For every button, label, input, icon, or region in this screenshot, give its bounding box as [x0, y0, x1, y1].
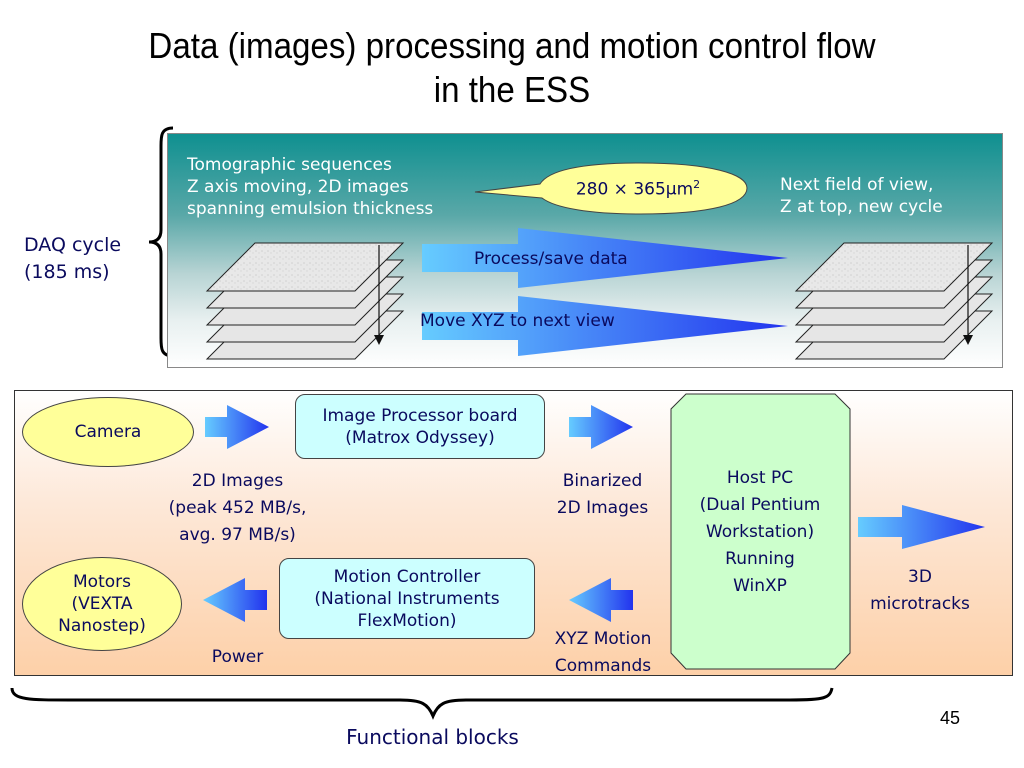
host-line2: (Dual Pentium — [699, 495, 821, 515]
process-arrow-label: Process/save data — [474, 249, 628, 269]
emulsion-layer — [794, 242, 994, 292]
output-line2: microtracks — [870, 594, 970, 614]
daq-cycle-label-line2: (185 ms) — [24, 261, 110, 283]
field-size-exponent: 2 — [693, 178, 701, 191]
next-field-description: Next field of view, Z at top, new cycle — [780, 174, 943, 218]
daq-cycle-label-line1: DAQ cycle — [24, 234, 122, 256]
output-label: 3D microtracks — [855, 564, 985, 618]
images-label-line1: 2D Images — [191, 471, 284, 491]
camera-block: Camera — [22, 397, 194, 467]
move-arrow-label: Move XYZ to next view — [420, 311, 615, 331]
emulsion-stack-right — [794, 242, 994, 360]
xyz-line2: Commands — [554, 656, 652, 676]
arrow-motion-to-motors-icon — [203, 578, 267, 622]
motors-line3: Nanostep) — [58, 616, 146, 636]
motors-line1: Motors — [73, 572, 131, 592]
z-scan-arrowhead-icon — [963, 335, 973, 345]
host-pc-block — [670, 393, 851, 670]
output-line1: 3D — [908, 567, 932, 587]
motion-ctrl-line2: (National Instruments — [314, 588, 500, 609]
motion-ctrl-line3: FlexMotion) — [357, 610, 457, 631]
move-arrow-icon — [422, 296, 788, 356]
arrow-processor-to-host-icon — [569, 405, 633, 449]
motors-block: Motors (VEXTA Nanostep) — [22, 557, 182, 651]
motion-controller-block: Motion Controller (National Instruments … — [279, 558, 535, 639]
images-rate-label: 2D Images (peak 452 MB/s, avg. 97 MB/s) — [140, 468, 335, 549]
tomographic-line3: spanning emulsion thickness — [187, 199, 434, 219]
camera-label: Camera — [74, 422, 142, 442]
xyz-commands-label: XYZ Motion Commands — [538, 626, 668, 680]
motors-line2: (VEXTA — [71, 594, 133, 614]
daq-brace-icon — [148, 126, 174, 358]
image-processor-line2: (Matrox Odyssey) — [345, 427, 495, 448]
motion-ctrl-line1: Motion Controller — [333, 566, 481, 587]
arrow-camera-to-processor-icon — [205, 405, 269, 449]
slide-title-line2: in the ESS — [433, 69, 591, 110]
field-size-value: 280 × 365μm — [575, 179, 694, 200]
binarized-label: Binarized 2D Images — [540, 468, 665, 522]
host-line3: Workstation) — [705, 522, 815, 542]
binarized-line1: Binarized — [562, 471, 643, 491]
host-line5: WinXP — [733, 576, 787, 596]
host-pc-label: Host PC (Dual Pentium Workstation) Runni… — [670, 465, 850, 600]
images-label-line2: (peak 452 MB/s, — [168, 498, 307, 518]
next-fov-line2: Z at top, new cycle — [780, 197, 943, 217]
images-label-line3: avg. 97 MB/s) — [179, 525, 296, 545]
tomographic-description: Tomographic sequences Z axis moving, 2D … — [187, 154, 433, 220]
next-fov-line1: Next field of view, — [780, 175, 934, 195]
host-line1: Host PC — [726, 468, 794, 488]
power-label: Power — [211, 647, 264, 667]
binarized-line2: 2D Images — [556, 498, 649, 518]
field-size-text: 280 × 365μm2 — [548, 178, 728, 200]
arrow-host-to-output-icon — [858, 505, 985, 549]
functional-blocks-brace-icon — [10, 687, 834, 720]
page-number: 45 — [939, 708, 961, 728]
image-processor-block: Image Processor board (Matrox Odyssey) — [295, 394, 545, 459]
emulsion-layer — [205, 242, 405, 292]
host-line4: Running — [725, 549, 795, 569]
tomographic-line2: Z axis moving, 2D images — [187, 177, 409, 197]
xyz-line1: XYZ Motion — [554, 629, 652, 649]
field-size-callout — [474, 162, 748, 215]
functional-blocks-caption: Functional blocks — [346, 725, 519, 749]
arrow-host-to-motion-icon — [569, 578, 633, 622]
process-arrow-icon — [422, 228, 788, 288]
daq-cycle-label: DAQ cycle (185 ms) — [24, 232, 121, 286]
slide-title-line1: Data (images) processing and motion cont… — [148, 25, 876, 66]
image-processor-line1: Image Processor board — [322, 405, 518, 426]
tomographic-line1: Tomographic sequences — [187, 155, 392, 175]
emulsion-stack-left — [205, 242, 405, 360]
z-scan-arrowhead-icon — [374, 335, 384, 345]
slide-title: Data (images) processing and motion cont… — [41, 24, 983, 112]
